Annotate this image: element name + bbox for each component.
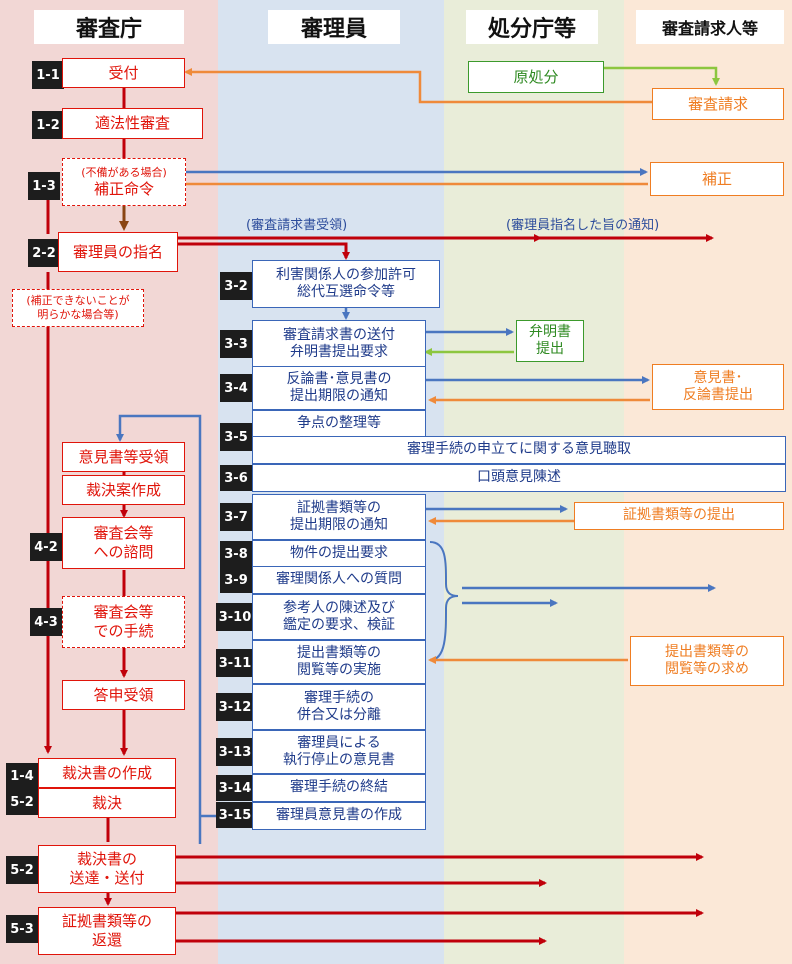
step-1-3-condition: (不備がある場合) — [81, 165, 167, 179]
step-3-10-sankonin[interactable]: 参考人の陳述及び 鑑定の要求、検証 — [252, 594, 426, 640]
step-3-6-koto-iken-chinjutsu[interactable]: 口頭意見陳述 — [252, 464, 786, 492]
shoko-shorui-teishutsu[interactable]: 証拠書類等の提出 — [574, 502, 784, 530]
step-number-5-2-saiketsu: 5-2 — [6, 789, 38, 815]
step-number-3-13: 3-13 — [216, 738, 254, 766]
step-4-2-shimon[interactable]: 審査会等 への諮問 — [62, 517, 185, 569]
step-number-3-10: 3-10 — [216, 603, 254, 631]
step-number-3-8: 3-8 — [220, 541, 252, 567]
step-2-2-shinriin-shimei[interactable]: 審理員の指名 — [58, 232, 178, 272]
step-3-12-heigo[interactable]: 審理手続の 併合又は分離 — [252, 684, 426, 730]
step-number-1-1: 1-1 — [32, 61, 64, 89]
step-3-5-iken-choshu[interactable]: 審理手続の申立てに関する意見聴取 — [252, 436, 786, 464]
note-shinsa-seikyusho-juryo: (審査請求書受領) — [246, 218, 348, 233]
step-3-8-bukken-teishutsu[interactable]: 物件の提出要求 — [252, 540, 426, 568]
step-3-7-shoko-kigen[interactable]: 証拠書類等の 提出期限の通知 — [252, 494, 426, 540]
step-number-3-9: 3-9 — [220, 567, 252, 593]
step-number-3-11: 3-11 — [216, 649, 254, 677]
step-3-15-ikensho-sakusei[interactable]: 審理員意見書の作成 — [252, 802, 426, 830]
step-number-1-4: 1-4 — [6, 763, 38, 789]
step-3-11-etsuran[interactable]: 提出書類等の 閲覧等の実施 — [252, 640, 426, 684]
gen-shobun[interactable]: 原処分 — [468, 61, 604, 93]
step-number-5-2-sotatsu: 5-2 — [6, 856, 38, 884]
step-saiketsuan-sakusei[interactable]: 裁決案作成 — [62, 475, 185, 505]
lane-title-shinsacho: 審査庁 — [34, 10, 184, 44]
step-number-3-2: 3-2 — [220, 272, 252, 300]
step-3-4-hanronsho-kigen[interactable]: 反論書･意見書の 提出期限の通知 — [252, 366, 426, 410]
note-hosei-fuka: (補正できないことが 明らかな場合等) — [12, 289, 144, 327]
step-number-1-3: 1-3 — [28, 172, 60, 200]
step-3-14-shuketsu[interactable]: 審理手続の終結 — [252, 774, 426, 802]
note-shimei-tsuchi: (審理員指名した旨の通知) — [506, 218, 660, 233]
step-5-3-shoko-henkan[interactable]: 証拠書類等の 返還 — [38, 907, 176, 955]
lane-title-shinriin: 審理員 — [268, 10, 400, 44]
step-number-3-5: 3-5 — [220, 423, 252, 451]
step-number-3-4: 3-4 — [220, 374, 252, 402]
step-number-2-2: 2-2 — [28, 239, 60, 267]
step-1-3-hosei-meirei[interactable]: (不備がある場合) 補正命令 — [62, 158, 186, 206]
step-number-5-3: 5-3 — [6, 915, 38, 943]
shinsa-seikyu[interactable]: 審査請求 — [652, 88, 784, 120]
hosei[interactable]: 補正 — [650, 162, 784, 196]
step-number-3-3: 3-3 — [220, 330, 252, 358]
step-1-1-uketsuke[interactable]: 受付 — [62, 58, 185, 88]
step-number-1-2: 1-2 — [32, 111, 64, 139]
step-number-3-12: 3-12 — [216, 693, 254, 721]
step-1-2-tekihosei[interactable]: 適法性審査 — [62, 108, 203, 139]
step-3-9-shitsumon[interactable]: 審理関係人への質問 — [252, 566, 426, 594]
step-number-3-14: 3-14 — [216, 775, 254, 801]
step-3-2-rigai-kankeinin[interactable]: 利害関係人の参加許可 総代互選命令等 — [252, 260, 440, 308]
etsuran-motome[interactable]: 提出書類等の 閲覧等の求め — [630, 636, 784, 686]
step-1-3-label: 補正命令 — [93, 179, 154, 198]
step-3-13-shikko-teishi[interactable]: 審理員による 執行停止の意見書 — [252, 730, 426, 774]
lane-title-seikyunin: 審査請求人等 — [636, 10, 784, 44]
step-toshin-juryo[interactable]: 答申受領 — [62, 680, 185, 710]
step-3-3-benmeisho-yokyu[interactable]: 審査請求書の送付 弁明書提出要求 — [252, 320, 426, 368]
step-3-5-soten-seiri[interactable]: 争点の整理等 — [252, 410, 426, 438]
step-number-3-15: 3-15 — [216, 802, 254, 828]
lane-title-shobuncho: 処分庁等 — [466, 10, 598, 44]
step-5-2-saiketsu[interactable]: 裁決 — [38, 788, 176, 818]
step-number-3-6: 3-6 — [220, 465, 252, 491]
benmeisho-teishutsu[interactable]: 弁明書 提出 — [516, 320, 584, 362]
step-5-2-sotatsu-sofu[interactable]: 裁決書の 送達・送付 — [38, 845, 176, 893]
ikensho-hanronsho-teishutsu[interactable]: 意見書･ 反論書提出 — [652, 364, 784, 410]
step-4-3-shinsakai-tetsuzuki[interactable]: 審査会等 での手続 — [62, 596, 185, 648]
step-number-4-3: 4-3 — [30, 608, 62, 636]
step-1-4-saiketsusho-sakusei[interactable]: 裁決書の作成 — [38, 758, 176, 788]
step-number-4-2: 4-2 — [30, 533, 62, 561]
step-number-3-7: 3-7 — [220, 503, 252, 531]
step-ikensho-juryo[interactable]: 意見書等受領 — [62, 442, 185, 472]
